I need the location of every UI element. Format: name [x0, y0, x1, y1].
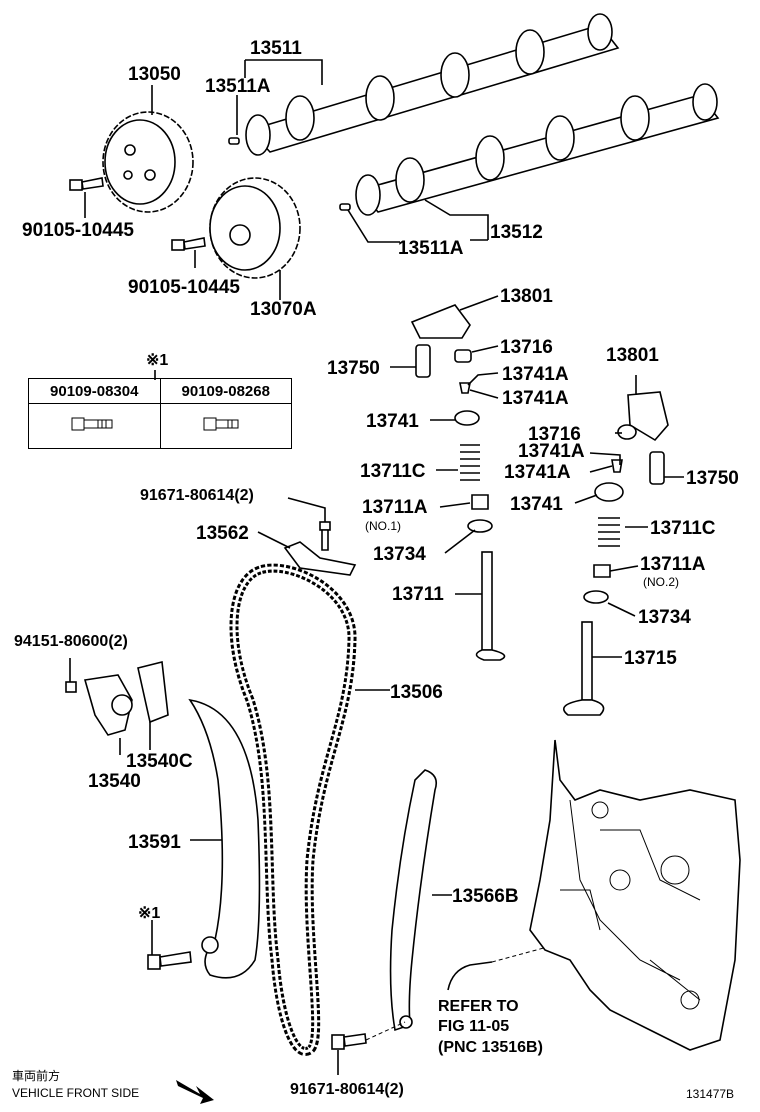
rocker-arm-a	[410, 304, 471, 339]
refer-line2: FIG 11-05	[438, 1018, 509, 1035]
label-13741-b: 13741	[510, 494, 563, 515]
label-13506: 13506	[390, 682, 443, 703]
label-13750-b: 13750	[686, 468, 739, 489]
label-90105-b: 90105-10445	[128, 277, 240, 298]
label-13512: 13512	[490, 222, 543, 243]
label-91671-bottom: 91671-80614(2)	[290, 1081, 404, 1098]
rocker-arm-b	[627, 391, 669, 442]
cam-timing-gear-13050	[102, 111, 194, 213]
label-13801-a: 13801	[500, 286, 553, 307]
label-13711A-b: 13711A	[640, 554, 706, 575]
refer-line1: REFER TO	[438, 998, 519, 1015]
label-13716-b: 13716	[528, 424, 581, 445]
bolt-icon	[203, 417, 239, 431]
tensioner-13540	[83, 674, 133, 736]
engine-block	[529, 739, 741, 1051]
bolt-table-col1: 90109-08304	[28, 378, 161, 404]
front-label-en: VEHICLE FRONT SIDE	[12, 1086, 139, 1100]
label-13540C: 13540C	[126, 751, 193, 772]
label-13715: 13715	[624, 648, 677, 669]
bolt-table-img1	[28, 403, 161, 449]
bolt-table-img2	[159, 403, 292, 449]
chain-slipper-13591	[188, 698, 261, 979]
bolt-90105-a	[69, 177, 104, 191]
bolt-91671-bottom	[331, 1033, 367, 1050]
label-13741A-a1: 13741A	[502, 364, 569, 385]
label-13711A-b-sub: (NO.2)	[643, 575, 679, 589]
label-13711A-a: 13711A	[362, 497, 428, 518]
label-94151: 94151-80600(2)	[14, 633, 128, 650]
bolt-90105-b	[171, 237, 206, 251]
cam-timing-gear-13070A	[209, 177, 301, 279]
bolt-table: 90109-08304 90109-08268	[28, 378, 292, 449]
label-13050: 13050	[128, 64, 181, 85]
label-13566B: 13566B	[452, 886, 519, 907]
label-13716-a: 13716	[500, 337, 553, 358]
camshaft-exhaust	[355, 83, 720, 216]
valve-13711	[475, 551, 506, 661]
label-13562: 13562	[196, 523, 249, 544]
label-13741-a: 13741	[366, 411, 419, 432]
gasket-13540C	[137, 661, 169, 724]
note-mark-table: ※1	[146, 352, 168, 369]
leader-lines	[69, 59, 684, 1075]
note-mark-bottom: ※1	[138, 905, 160, 922]
label-13511A-top: 13511A	[205, 76, 271, 97]
label-13741A-b1: 13741A	[518, 441, 585, 462]
chain-guide-13562	[283, 541, 357, 576]
label-13711: 13711	[392, 584, 444, 605]
label-13750-a: 13750	[327, 358, 380, 379]
front-label-jp: 車両前方	[12, 1068, 60, 1083]
label-13711C-b: 13711C	[650, 518, 716, 539]
label-13540: 13540	[88, 771, 141, 792]
label-13734-a: 13734	[373, 544, 426, 565]
label-13591: 13591	[128, 832, 181, 853]
label-13741A-a2: 13741A	[502, 388, 569, 409]
valve-13715	[563, 621, 605, 716]
label-13511A-bottom: 13511A	[398, 238, 464, 259]
label-13511: 13511	[250, 38, 302, 59]
figure-id: 131477B	[686, 1087, 734, 1101]
label-13801-b: 13801	[606, 345, 659, 366]
bolt-icon	[71, 417, 113, 431]
bolt-table-col2: 90109-08268	[159, 378, 292, 404]
bolt-note1	[147, 951, 192, 970]
label-13070A: 13070A	[250, 299, 317, 320]
label-13734-b: 13734	[638, 607, 691, 628]
label-90105-a: 90105-10445	[22, 220, 134, 241]
label-13711A-a-sub: (NO.1)	[365, 519, 401, 533]
label-13741A-b2: 13741A	[504, 462, 571, 483]
label-13711C-a: 13711C	[360, 461, 426, 482]
refer-line3: (PNC 13516B)	[438, 1039, 543, 1056]
label-91671-top: 91671-80614(2)	[140, 487, 254, 504]
camshaft-intake	[245, 13, 620, 156]
front-arrow-icon	[176, 1080, 214, 1104]
chain-guide-13566B	[389, 769, 438, 1032]
